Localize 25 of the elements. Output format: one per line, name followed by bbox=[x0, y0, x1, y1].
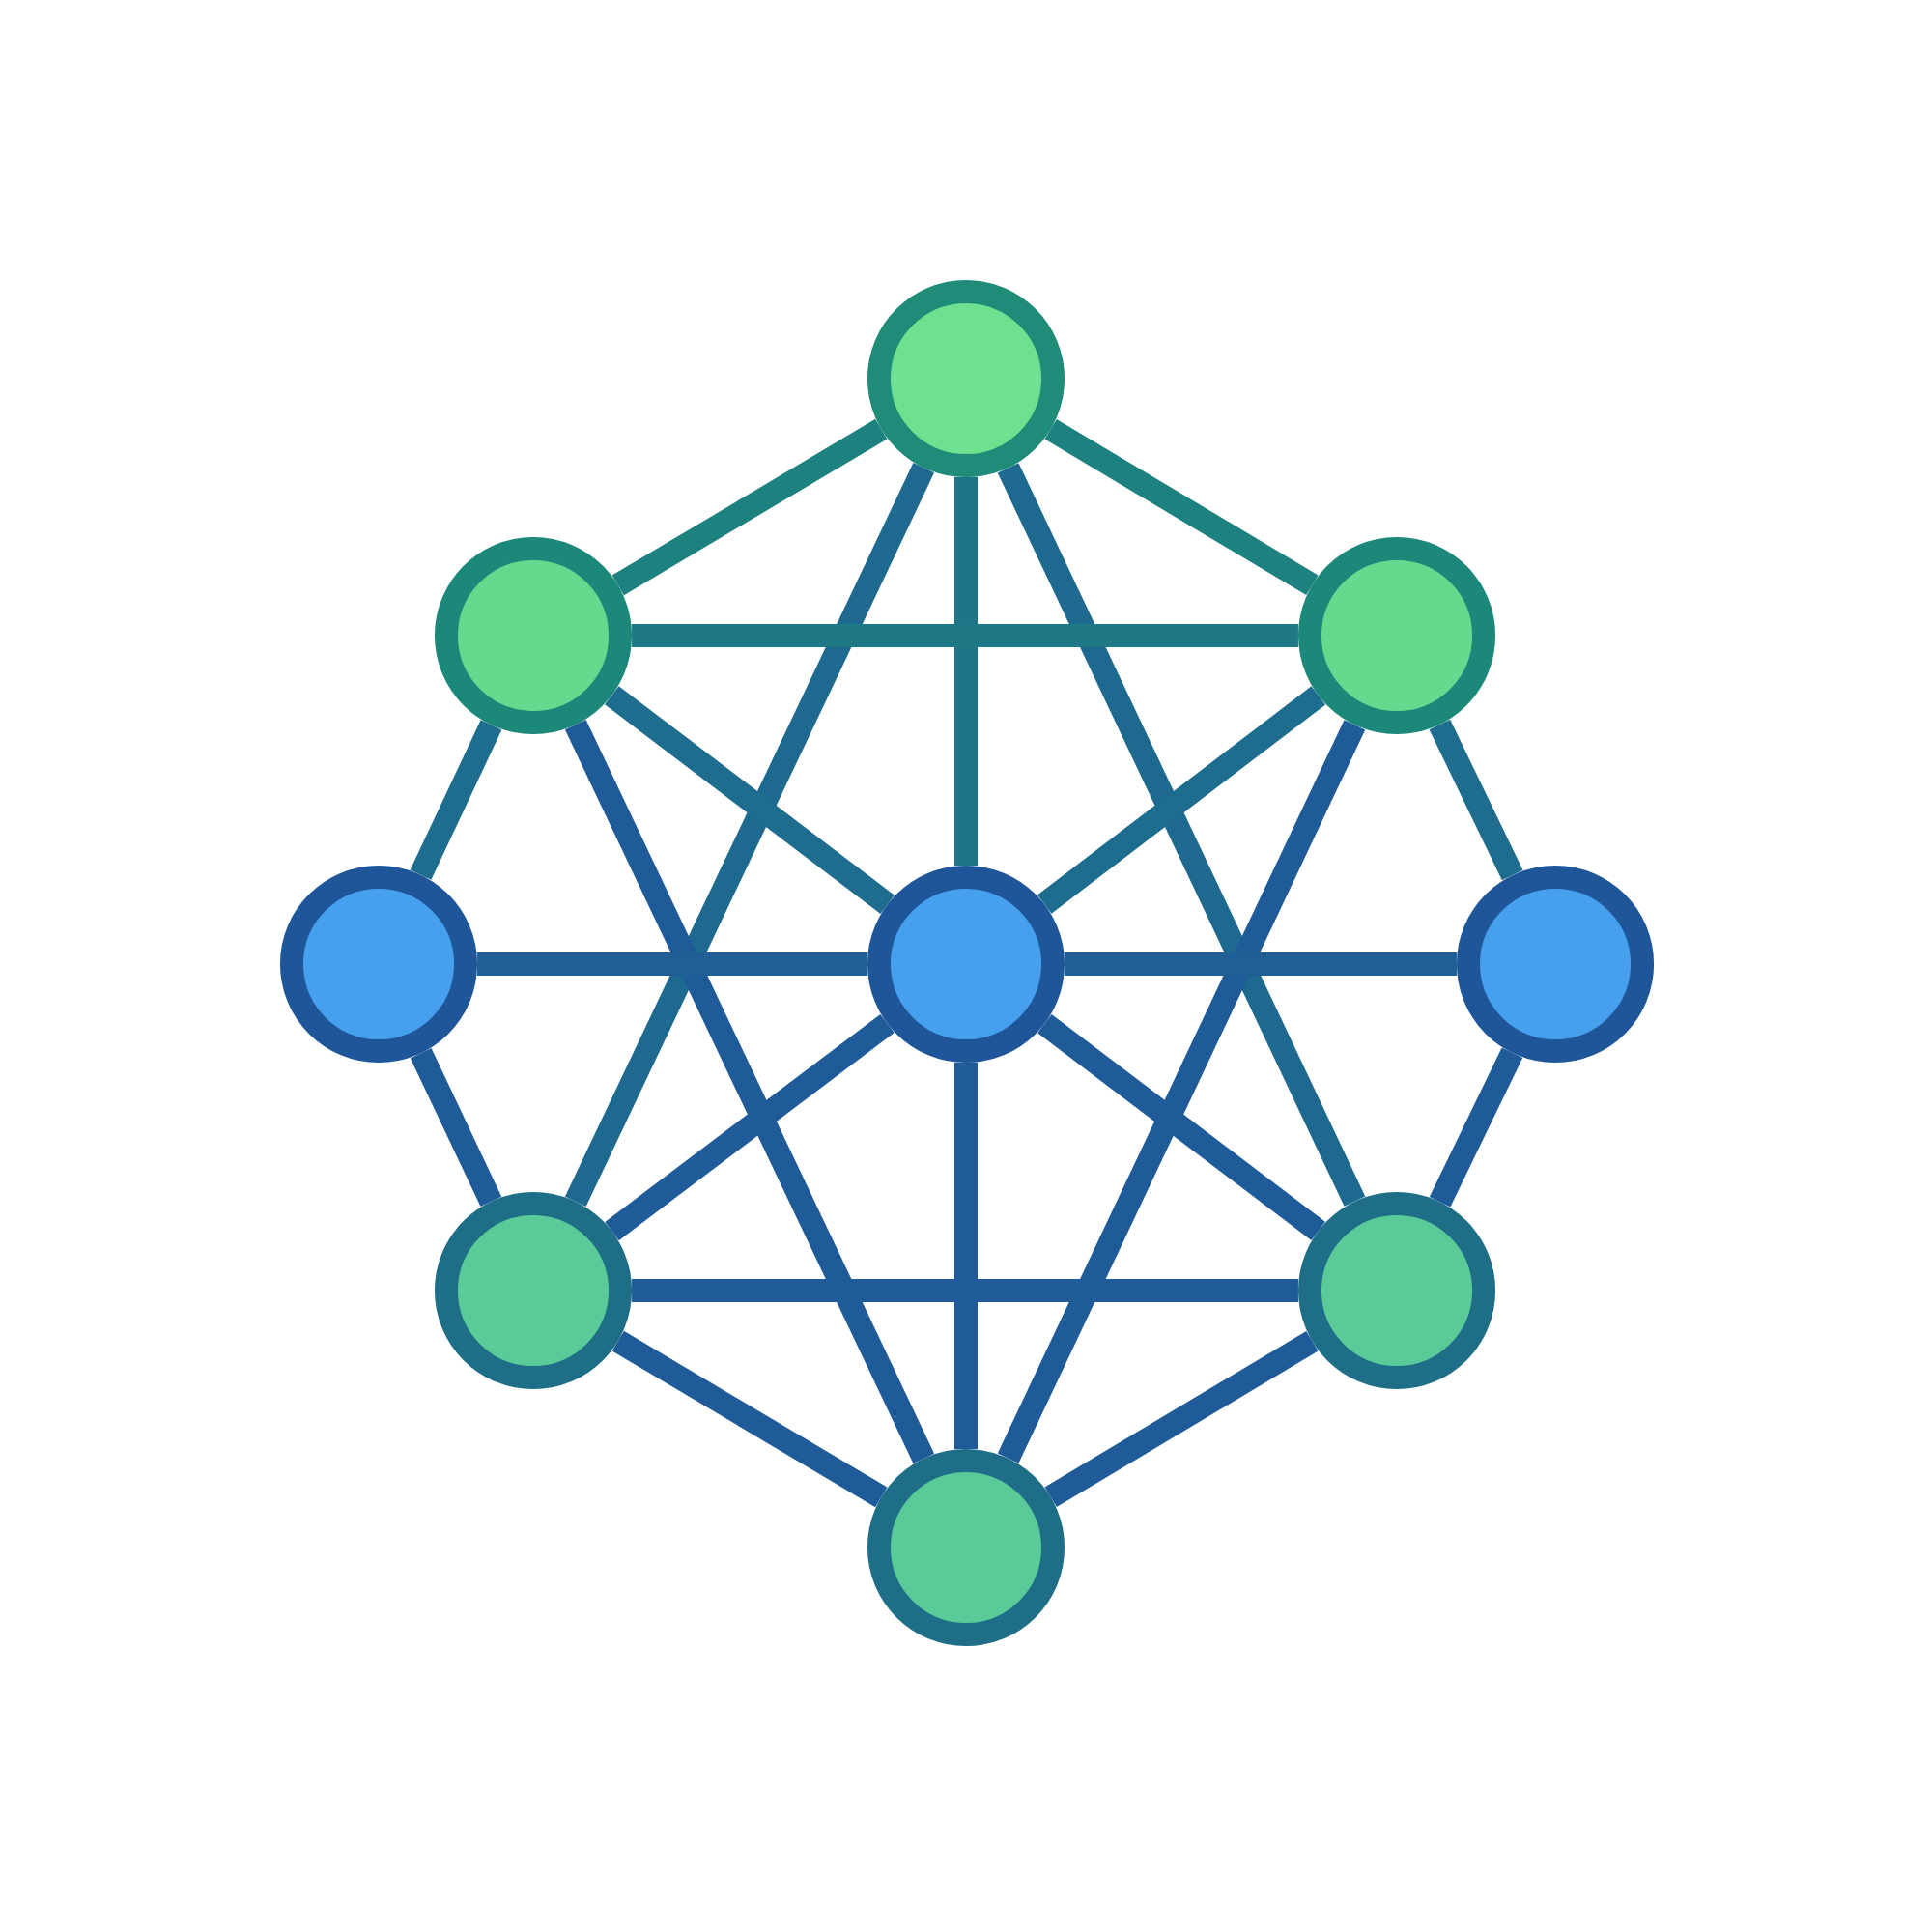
connector-line bbox=[632, 624, 1298, 647]
connector-line bbox=[1429, 719, 1523, 881]
connector-line bbox=[1037, 686, 1326, 914]
circle-node bbox=[1297, 536, 1496, 735]
connector-line bbox=[632, 1279, 1298, 1302]
circle-node bbox=[867, 865, 1065, 1064]
connector-line bbox=[605, 686, 895, 914]
connector-line bbox=[1065, 952, 1457, 976]
circle-node bbox=[867, 279, 1065, 478]
circle-node bbox=[279, 865, 478, 1064]
connector-line bbox=[1429, 1047, 1523, 1208]
circle-node bbox=[1456, 865, 1655, 1064]
connector-line bbox=[605, 1013, 895, 1241]
connector-line bbox=[611, 418, 888, 596]
circle-node bbox=[1297, 1191, 1496, 1390]
connector-line bbox=[410, 1048, 502, 1207]
connector-line bbox=[1037, 1014, 1325, 1240]
connector-line bbox=[1044, 1331, 1319, 1508]
connector-line bbox=[1044, 418, 1319, 596]
connector-line bbox=[410, 720, 502, 880]
circle-node bbox=[434, 1191, 633, 1390]
circle-node bbox=[434, 536, 633, 735]
connector-line bbox=[611, 1330, 888, 1508]
connector-line bbox=[477, 952, 867, 976]
circle-node bbox=[867, 1448, 1065, 1647]
